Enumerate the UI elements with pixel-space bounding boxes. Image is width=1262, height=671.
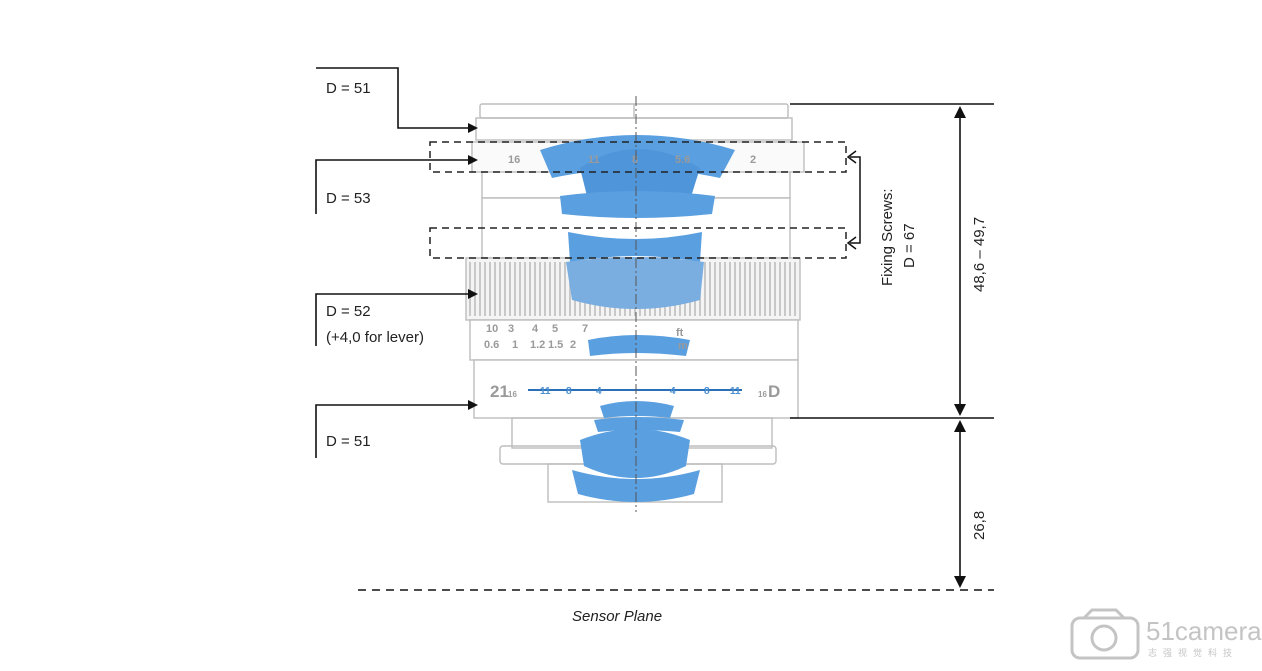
- lens-length-dimension: 48,6 – 49,7: [971, 217, 988, 292]
- watermark-brand: 51camera: [1146, 616, 1262, 646]
- dof-upper-2: 4: [532, 323, 539, 335]
- focus-scale-small-right: 16: [758, 390, 767, 399]
- focus-tick-3: 4: [670, 386, 676, 397]
- focus-scale-right: D: [768, 382, 780, 401]
- dof-lower-1: 1: [512, 339, 518, 351]
- aperture-scale: 16 11 8 5.6 2: [508, 154, 756, 166]
- callout-arrowheads: [468, 123, 478, 410]
- focus-tick-4: 8: [704, 386, 710, 397]
- watermark-subtitle: 志强视觉科技: [1148, 647, 1238, 659]
- aperture-2: 2: [750, 154, 756, 166]
- dof-upper-0: 10: [486, 323, 498, 335]
- dof-upper-3: 5: [552, 323, 558, 335]
- dof-lower-0: 0.6: [484, 339, 499, 351]
- lens-elements: [540, 135, 735, 502]
- lens-element-6: [588, 335, 690, 356]
- flange-distance-dimension: 26,8: [971, 511, 988, 540]
- dimension-arrowheads: [954, 106, 966, 588]
- focus-tick-1: 8: [566, 386, 572, 397]
- focus-scale-small-left: 16: [508, 390, 517, 399]
- dof-lower-4: 2: [570, 339, 576, 351]
- fixing-screw-bracket: [846, 150, 861, 250]
- dof-scale: 10 3 4 5 7 0.6 1 1.2 1.5 2 ft m: [484, 323, 688, 352]
- lens-element-7: [600, 401, 674, 418]
- dof-upper-1: 3: [508, 323, 514, 335]
- length-dimensions: [790, 103, 994, 582]
- dof-lower-6: m: [678, 340, 688, 352]
- lens-element-9: [580, 429, 690, 478]
- dof-lower-2: 1.2: [530, 339, 545, 351]
- fixing-screw-zone-lower: [429, 227, 847, 259]
- aperture-5-6: 5.6: [675, 154, 690, 166]
- diameter-callouts: [315, 67, 470, 458]
- sensor-plane-label: Sensor Plane: [572, 608, 662, 625]
- lens-element-5: [566, 257, 704, 309]
- aperture-16: 16: [508, 154, 520, 166]
- dof-lower-3: 1.5: [548, 339, 563, 351]
- lens-element-8: [594, 417, 684, 432]
- aperture-8: 8: [632, 154, 638, 166]
- fixing-screws-label: Fixing Screws:: [879, 188, 896, 286]
- lens-element-4: [568, 232, 702, 262]
- fixing-screw-zones: [429, 141, 847, 259]
- focus-tick-2: 4: [596, 386, 602, 397]
- fixing-screws-diameter: D = 67: [901, 223, 918, 268]
- fixing-screw-zone-upper: [429, 141, 847, 173]
- diameter-label-aperture: D = 53: [326, 190, 371, 207]
- watermark-logo: [1070, 608, 1140, 660]
- diameter-label-front: D = 51: [326, 80, 371, 97]
- focus-scale-left: 21: [490, 382, 509, 401]
- aperture-11: 11: [588, 154, 600, 166]
- diameter-label-focus: D = 52: [326, 303, 371, 320]
- diameter-label-mount: D = 51: [326, 433, 371, 450]
- lens-element-2: [580, 149, 700, 200]
- camera-logo-icon: [1070, 616, 1140, 660]
- dof-lower-5: ft: [676, 327, 684, 339]
- lens-element-10: [572, 470, 700, 502]
- dof-upper-4: 7: [582, 323, 588, 335]
- focus-scale: 21 16 11 8 4 4 8 11 16 D: [490, 382, 780, 401]
- diameter-label-lever-note: (+4,0 for lever): [326, 329, 424, 346]
- focus-tick-0: 11: [540, 386, 551, 397]
- focus-tick-5: 11: [730, 386, 741, 397]
- lens-element-3: [560, 191, 715, 218]
